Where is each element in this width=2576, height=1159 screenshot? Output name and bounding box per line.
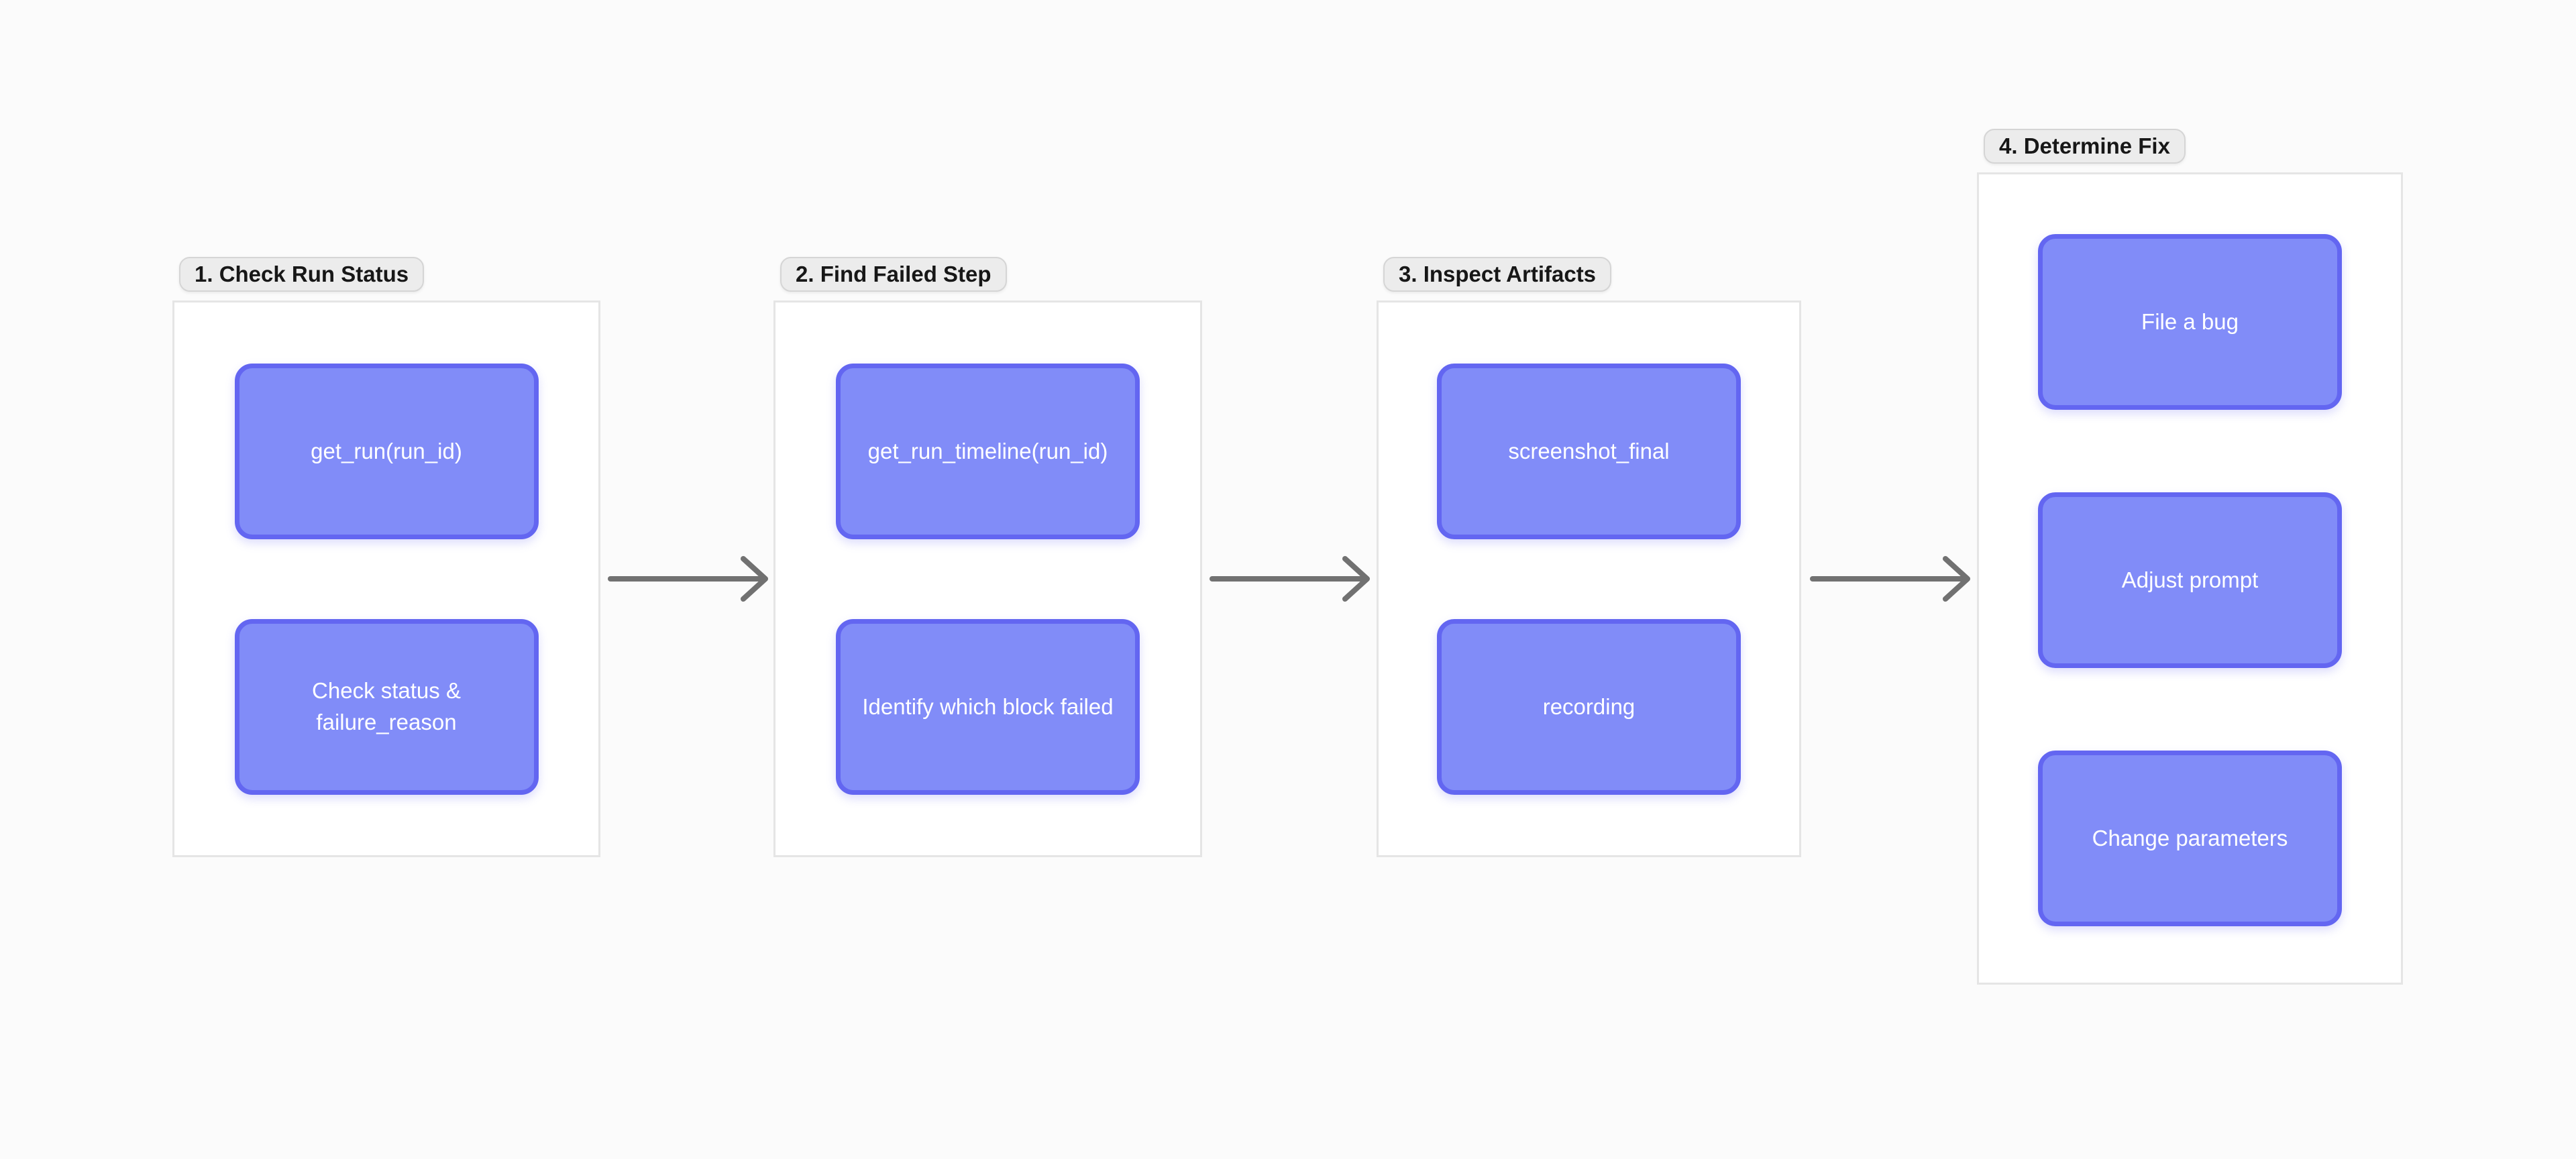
group-check-run-status: 1. Check Run Status get_run(run_id) Chec… [172, 257, 600, 857]
flow-arrow-3-to-4 [1810, 556, 1970, 602]
node-get-run: get_run(run_id) [234, 364, 539, 539]
group-inspect-artifacts: 3. Inspect Artifacts screenshot_final re… [1377, 257, 1801, 857]
node-recording: recording [1437, 619, 1741, 795]
node-adjust-prompt: Adjust prompt [2038, 492, 2342, 668]
flow-arrow-1-to-2 [608, 556, 768, 602]
node-check-status-failure-reason: Check status & failure_reason [234, 619, 539, 795]
node-screenshot-final: screenshot_final [1437, 364, 1741, 539]
node-file-a-bug: File a bug [2038, 234, 2342, 410]
group-label-find-failed-step: 2. Find Failed Step [780, 257, 1007, 292]
arrow-head [1342, 556, 1370, 602]
node-get-run-timeline: get_run_timeline(run_id) [836, 364, 1140, 539]
group-label-determine-fix: 4. Determine Fix [1984, 129, 2186, 164]
node-change-parameters: Change parameters [2038, 751, 2342, 926]
node-identify-which-block-failed: Identify which block failed [836, 619, 1140, 795]
group-determine-fix: 4. Determine Fix File a bug Adjust promp… [1977, 129, 2403, 985]
group-find-failed-step: 2. Find Failed Step get_run_timeline(run… [773, 257, 1202, 857]
arrow-head [1943, 556, 1970, 602]
arrow-head [741, 556, 768, 602]
flow-arrow-2-to-3 [1210, 556, 1370, 602]
group-label-check-run-status: 1. Check Run Status [179, 257, 425, 292]
group-label-inspect-artifacts: 3. Inspect Artifacts [1383, 257, 1612, 292]
